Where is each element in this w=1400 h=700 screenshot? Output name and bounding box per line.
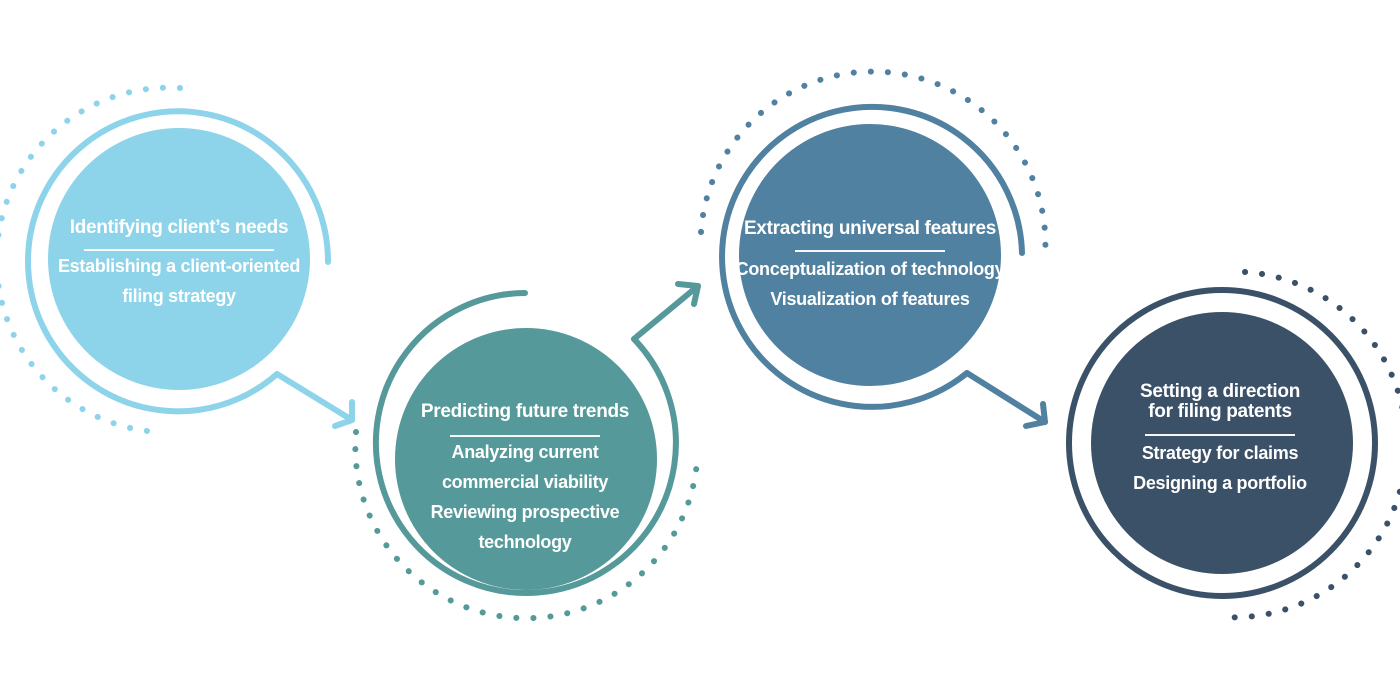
stage-4-divider (1145, 434, 1295, 436)
stage-4-dotted-ring (1219, 269, 1400, 621)
stage-3-dotted-ring (698, 68, 1049, 259)
stage-2-divider (450, 435, 600, 437)
stage-1-line: filing strategy (122, 286, 236, 306)
stage-4-title: Setting a direction (1139, 381, 1301, 402)
stage-1-dotted-ring (0, 84, 183, 435)
stage-3-outer-ring (719, 103, 1025, 410)
stage-3-text: Extracting universal features Conceptual… (730, 218, 1010, 314)
stage-2-line: Reviewing prospective (430, 502, 620, 522)
stage-1-divider (84, 249, 274, 251)
stage-4-circle (1091, 312, 1353, 574)
stage-4-line: Strategy for claims (1141, 443, 1299, 463)
stage-4-title: for filing patents (1148, 401, 1292, 422)
stage-1-circle (48, 128, 310, 390)
arrow-1-to-2 (274, 371, 355, 429)
stage-1-line: Establishing a client-oriented (57, 256, 301, 276)
stage-4-line: Designing a portfolio (1133, 473, 1307, 493)
stage-1-node (0, 84, 332, 435)
stage-3-line: Conceptualization of technology (735, 259, 1005, 279)
stage-1-title: Identifying client’s needs (69, 217, 289, 238)
stage-2-node (352, 290, 700, 622)
arrow-3-to-4 (964, 370, 1048, 429)
stage-1-outer-ring (25, 108, 332, 415)
stage-2-title: Predicting future trends (420, 401, 630, 422)
stage-4-outer-ring (1066, 287, 1378, 599)
stage-3-divider (795, 250, 945, 252)
stage-2-outer-ring (372, 290, 679, 596)
stage-3-node (698, 68, 1049, 410)
stage-2-line: Analyzing current (451, 442, 599, 462)
stage-3-circle (739, 124, 1001, 386)
stage-2-line: commercial viability (441, 472, 609, 492)
stage-2-line: technology (478, 532, 572, 552)
stage-3-line: Visualization of features (770, 289, 970, 309)
stage-2-text: Predicting future trends Analyzing curre… (400, 401, 650, 557)
stage-4-node (1066, 269, 1400, 621)
stage-1-text: Identifying client’s needs Establishing … (44, 217, 314, 311)
stage-4-text: Setting a direction for filing patents S… (1090, 382, 1350, 498)
arrow-2-to-3 (631, 281, 701, 342)
stage-2-circle (395, 328, 657, 590)
stage-3-title: Extracting universal features (743, 218, 997, 239)
